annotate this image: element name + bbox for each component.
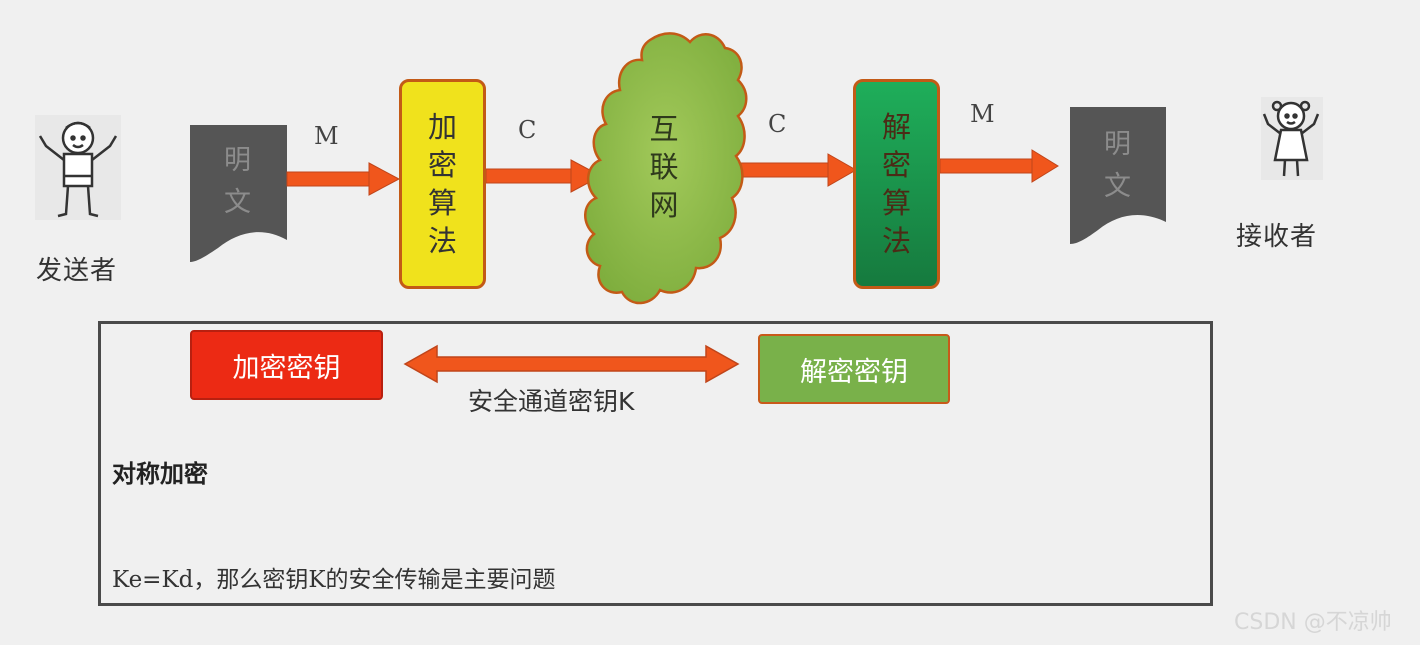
- decrypt-algorithm-box: 解密算法: [853, 79, 940, 289]
- arrow-decrypt-to-plaintext: [939, 149, 1059, 183]
- arrow-internet-to-decrypt: [739, 153, 858, 187]
- decryption-key-label: 解密密钥: [800, 356, 908, 388]
- sender-figure: [35, 115, 121, 220]
- arrow-label-m-left: M: [314, 122, 339, 150]
- secure-channel-arrow: [403, 344, 740, 384]
- plaintext-document-right: [1070, 107, 1166, 244]
- plaintext-left-label: 明文: [224, 145, 252, 218]
- watermark: CSDN @不凉帅: [1234, 610, 1392, 635]
- sender-label: 发送者: [36, 256, 118, 286]
- arrow-plaintext-to-encrypt: [286, 162, 401, 196]
- arrow-encrypt-to-internet: [485, 159, 603, 193]
- plaintext-right-label: 明文: [1104, 129, 1132, 202]
- decryption-key-box: 解密密钥: [758, 334, 950, 404]
- internet-cloud: [584, 32, 748, 305]
- symmetric-encryption-panel: [98, 321, 1213, 606]
- encrypt-algorithm-label: 加密算法: [427, 110, 457, 258]
- receiver-label: 接收者: [1236, 222, 1318, 252]
- arrow-label-c-right: C: [768, 110, 787, 138]
- encrypt-algorithm-box: 加密算法: [399, 79, 486, 289]
- encryption-key-label: 加密密钥: [232, 352, 341, 384]
- panel-note: Ke=Kd，那么密钥K的安全传输是主要问题: [112, 567, 556, 593]
- arrow-label-c-left: C: [518, 116, 537, 144]
- panel-heading: 对称加密: [112, 460, 208, 488]
- encryption-key-box: 加密密钥: [190, 330, 383, 400]
- arrow-label-m-right: M: [970, 100, 995, 128]
- decrypt-algorithm-label: 解密算法: [881, 110, 911, 258]
- secure-channel-label: 安全通道密钥K: [468, 387, 635, 416]
- internet-label: 互联网: [649, 112, 679, 222]
- receiver-figure: [1261, 97, 1323, 180]
- plaintext-document-left: [190, 125, 287, 262]
